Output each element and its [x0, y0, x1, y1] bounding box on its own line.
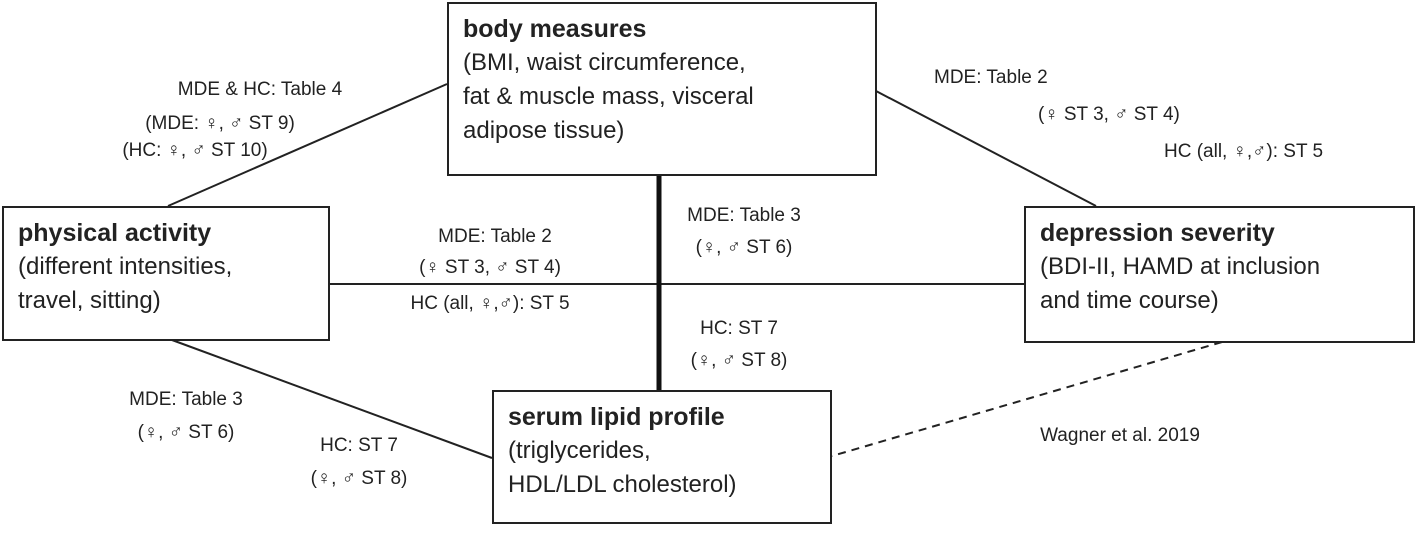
edge-physical-body	[167, 83, 448, 207]
edge-label-line: HC (all, ♀,♂): ST 5	[1164, 141, 1324, 162]
edge-depression-lipid	[831, 341, 1223, 457]
node-description: (different intensities, travel, sitting)	[18, 253, 233, 314]
edge-physical-lipid	[171, 339, 493, 459]
edge-label-line: MDE: Table 2	[934, 67, 1048, 88]
edge-label-line: Wagner et al. 2019	[1040, 425, 1200, 446]
node-depression-severity: depression severity (BDI-II, HAMD at inc…	[1024, 206, 1415, 343]
node-description: (BMI, waist circumference, fat & muscle …	[463, 49, 754, 144]
edge-label-depression-lipid: Wagner et al. 2019	[1000, 424, 1240, 447]
edge-label-physical-lipid-mde: MDE: Table 3 (♀, ♂ ST 6)	[106, 388, 266, 444]
edge-label-line: (HC: ♀, ♂ ST 10)	[122, 140, 268, 161]
edge-label-line: (♀, ♂ ST 6)	[137, 422, 235, 443]
edge-label-line: MDE: Table 2	[438, 226, 552, 247]
edge-label-physical-body: MDE & HC: Table 4 (MDE: ♀, ♂ ST 9) (HC: …	[40, 78, 360, 162]
node-description: (triglycerides, HDL/LDL cholesterol)	[508, 437, 737, 498]
edge-label-line: MDE & HC: Table 4	[177, 79, 343, 100]
edge-label-physical-lipid-hc: HC: ST 7 (♀, ♂ ST 8)	[284, 434, 434, 490]
edge-label-body-depression: MDE: Table 2 (♀ ST 3, ♂ ST 4) HC (all, ♀…	[920, 66, 1410, 163]
node-physical-activity: physical activity (different intensities…	[2, 206, 330, 341]
node-title: depression severity	[1040, 219, 1275, 247]
edge-label-line: (♀ ST 3, ♂ ST 4)	[419, 257, 561, 278]
edge-label-line: MDE: Table 3	[687, 205, 801, 226]
edge-label-line: HC (all, ♀,♂): ST 5	[410, 293, 570, 314]
edge-label-body-lipid-upper: MDE: Table 3 (♀, ♂ ST 6)	[664, 204, 824, 259]
edge-label-line: (♀, ♂ ST 8)	[690, 350, 788, 371]
edge-label-line: HC: ST 7	[700, 318, 778, 339]
node-description: (BDI-II, HAMD at inclusion and time cour…	[1040, 253, 1321, 314]
edge-label-line: HC: ST 7	[320, 435, 398, 456]
edge-body-depression	[875, 90, 1097, 207]
edge-label-line: (♀ ST 3, ♂ ST 4)	[1038, 104, 1180, 125]
edge-label-line: (MDE: ♀, ♂ ST 9)	[145, 113, 295, 134]
node-title: physical activity	[18, 219, 212, 247]
node-serum-lipid-profile: serum lipid profile (triglycerides, HDL/…	[492, 390, 832, 524]
node-body-measures: body measures (BMI, waist circumference,…	[447, 2, 877, 176]
edge-label-line: (♀, ♂ ST 6)	[695, 237, 793, 258]
edge-label-physical-depression: MDE: Table 2 (♀ ST 3, ♂ ST 4) HC (all, ♀…	[370, 225, 610, 315]
edge-label-line: MDE: Table 3	[129, 389, 243, 410]
node-title: body measures	[463, 15, 647, 43]
edge-label-body-lipid-lower: HC: ST 7 (♀, ♂ ST 8)	[664, 317, 814, 372]
edge-label-line: (♀, ♂ ST 8)	[310, 468, 408, 489]
node-title: serum lipid profile	[508, 403, 725, 431]
